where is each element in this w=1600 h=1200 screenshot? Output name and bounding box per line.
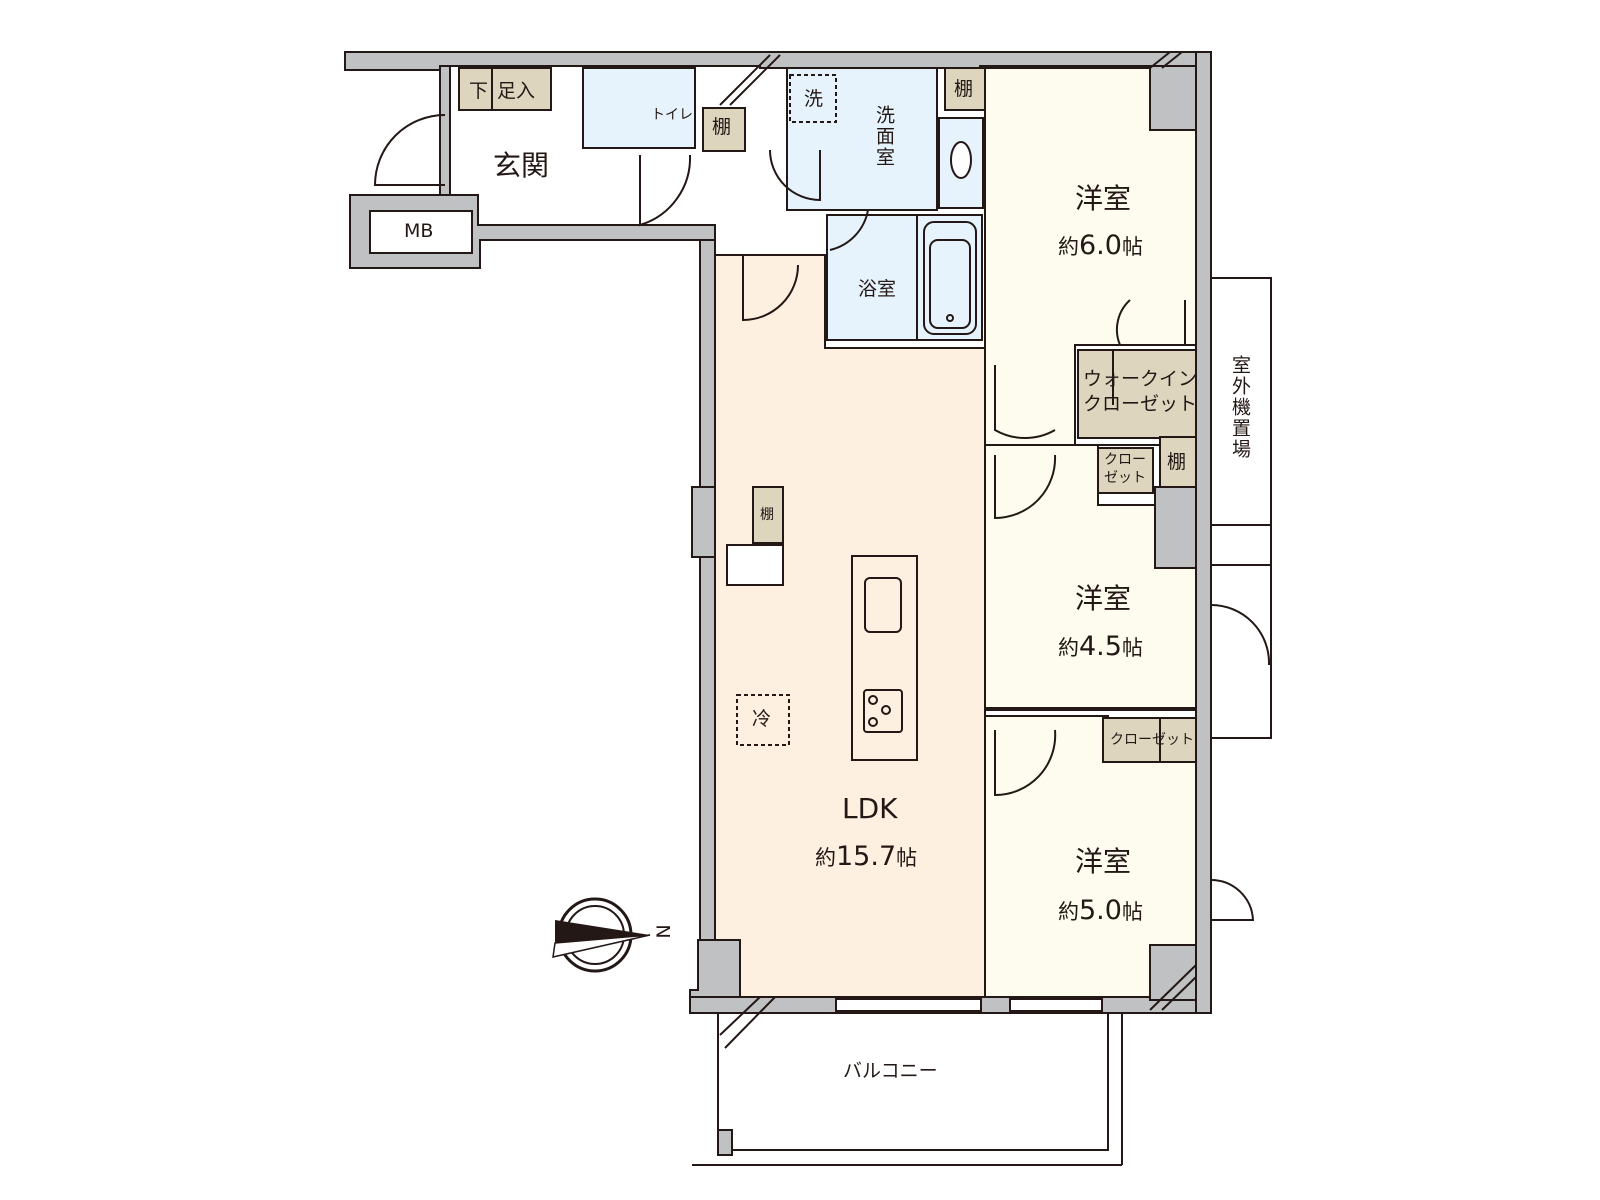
closet2-line1: クロー bbox=[1104, 452, 1146, 468]
pillar-top-right bbox=[1149, 65, 1197, 131]
bedroom1-label: 洋室 bbox=[1075, 182, 1132, 215]
shoe-storage bbox=[458, 67, 552, 111]
shoe-storage-label-right: 足入 bbox=[497, 80, 536, 102]
mb-label: MB bbox=[404, 220, 434, 242]
balcony-outline bbox=[717, 1013, 1109, 1151]
hall-shelf bbox=[702, 107, 746, 152]
washer-space bbox=[789, 74, 837, 123]
wall-entry-left bbox=[439, 65, 451, 197]
fridge-space bbox=[736, 694, 790, 746]
genkan-label: 玄関 bbox=[493, 149, 550, 182]
compass-icon bbox=[552, 897, 651, 973]
walk-in-closet-line2: クローゼット bbox=[1083, 393, 1198, 415]
washroom-shelf-label: 棚 bbox=[954, 78, 974, 100]
toilet-label: トイレ bbox=[651, 107, 693, 123]
closet3-label: クローゼット bbox=[1110, 732, 1194, 748]
bedroom2-label: 洋室 bbox=[1075, 582, 1132, 615]
fridge-label: 冷 bbox=[752, 708, 772, 730]
bathtub bbox=[923, 221, 977, 335]
ldk-size: 約15.7帖 bbox=[815, 841, 918, 872]
bedroom2-shelf-label: 棚 bbox=[1167, 451, 1187, 473]
bedroom3-label: 洋室 bbox=[1075, 845, 1132, 878]
washroom-label: 洗面室 bbox=[873, 105, 895, 168]
washroom-floor bbox=[786, 67, 938, 211]
compass-north-label: N bbox=[651, 924, 674, 939]
toilet-floor bbox=[582, 67, 696, 149]
closet3 bbox=[1102, 717, 1197, 763]
walk-in-closet-line1: ウォークイン bbox=[1083, 368, 1198, 390]
bedroom3-size: 約5.0帖 bbox=[1058, 895, 1143, 926]
ldk-label: LDK bbox=[842, 792, 898, 825]
wall-ldk-left bbox=[699, 239, 716, 941]
bedroom2-size: 約4.5帖 bbox=[1058, 631, 1143, 662]
bedroom2-shelf bbox=[1159, 436, 1197, 488]
outdoor-unit-label: 室外機置場 bbox=[1229, 355, 1251, 460]
kitchen-shelf-label: 棚 bbox=[760, 507, 774, 523]
washroom-shelf bbox=[944, 67, 986, 111]
washbasin bbox=[950, 141, 972, 179]
shoe-storage-label-left: 下 bbox=[469, 80, 489, 102]
closet2 bbox=[1097, 447, 1154, 494]
ldk-floor bbox=[714, 254, 986, 998]
wall-right bbox=[1195, 51, 1212, 1014]
sink bbox=[864, 577, 902, 633]
entry-door bbox=[373, 114, 446, 186]
bedroom1-size: 約6.0帖 bbox=[1058, 230, 1143, 261]
closet2-line2: ゼット bbox=[1104, 470, 1146, 486]
hall-shelf-label: 棚 bbox=[712, 116, 732, 138]
balcony-label: バルコニー bbox=[843, 1060, 938, 1082]
bathroom-label: 浴室 bbox=[858, 278, 897, 300]
pillar-right-mid bbox=[1154, 486, 1197, 569]
kitchen-shelf bbox=[752, 486, 784, 544]
washer-label: 洗 bbox=[804, 88, 824, 110]
mb-box bbox=[369, 210, 473, 254]
walk-in-closet bbox=[1077, 349, 1197, 439]
outdoor-unit-area bbox=[1210, 277, 1272, 739]
